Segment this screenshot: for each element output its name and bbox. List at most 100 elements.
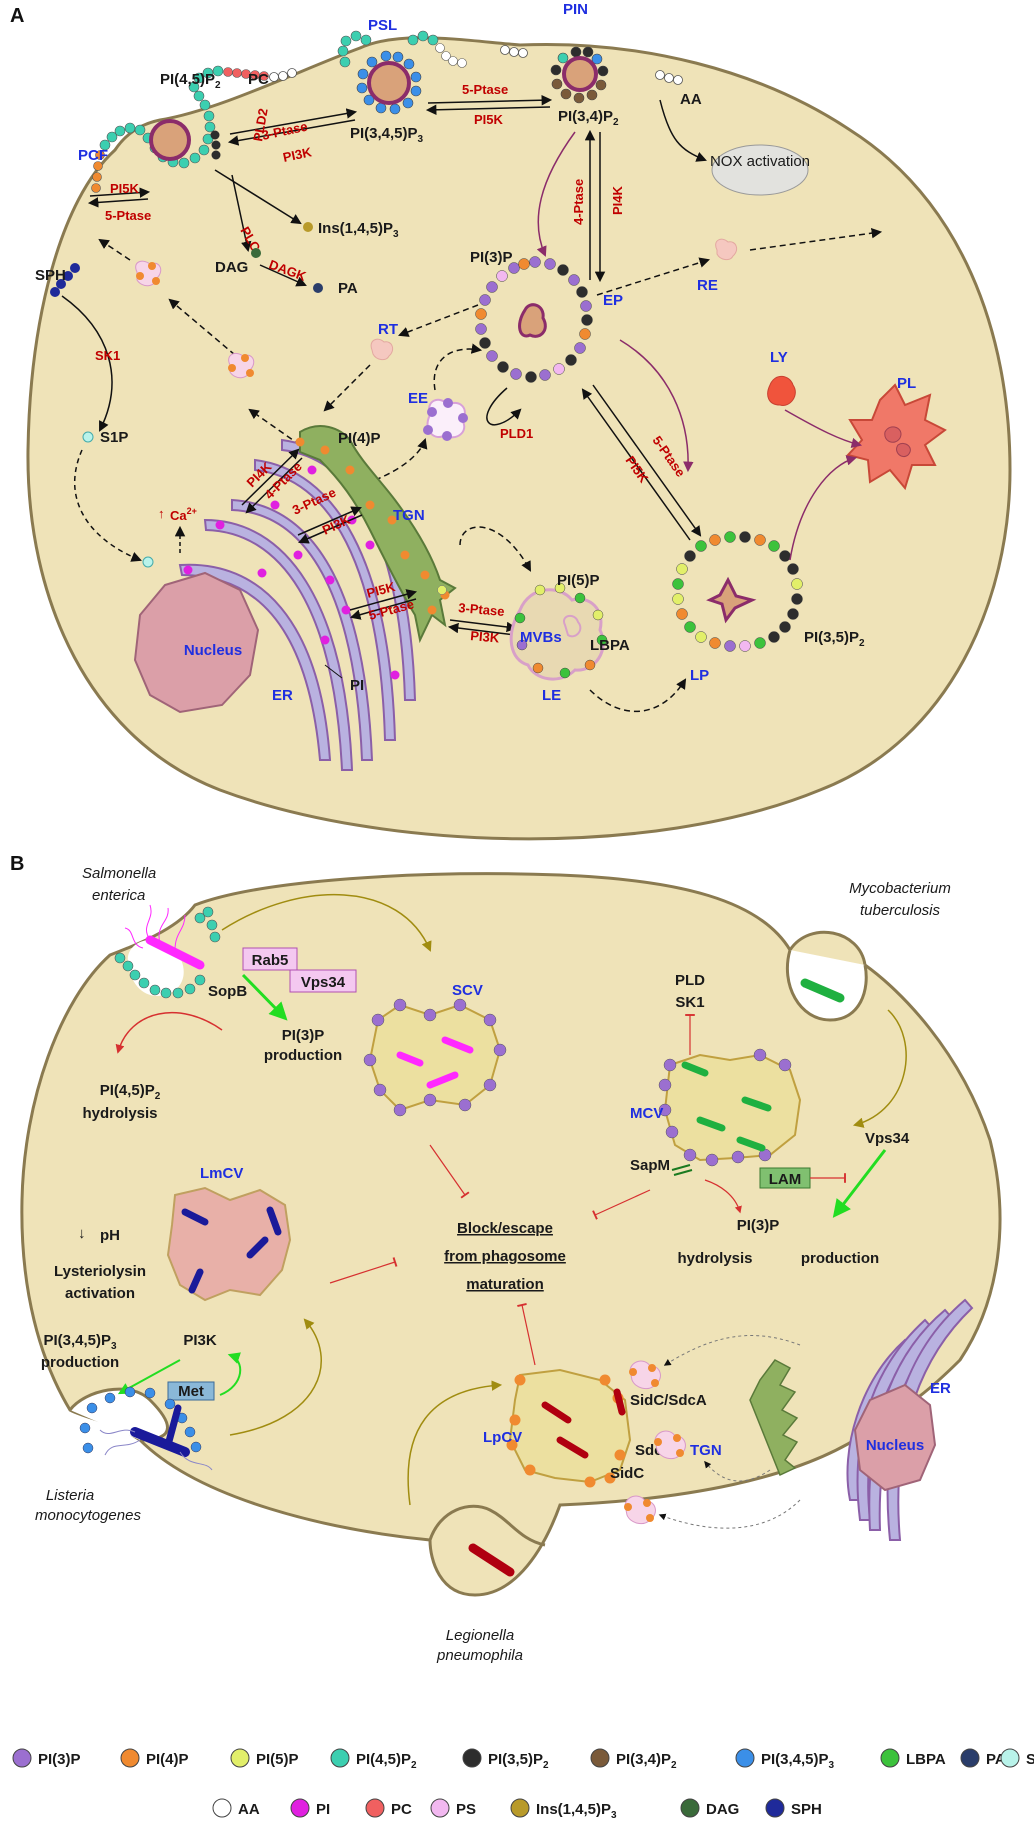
pi45p2-hydrolysis-arrow	[115, 1011, 223, 1054]
legend-label: PI(3,4)P2	[616, 1751, 677, 1771]
legend-swatch	[590, 1748, 610, 1768]
legend-label: S1P	[1026, 1751, 1034, 1768]
pi3k-label-b: PI3K	[183, 1332, 217, 1349]
legend-swatch	[1000, 1748, 1020, 1768]
lmcv-label: LmCV	[200, 1165, 243, 1182]
pi3k-a-label: PI3K	[282, 144, 314, 165]
panel-a-label: A	[10, 5, 24, 27]
pl-particle-1	[884, 426, 902, 443]
ptase3-c-label: 3-Ptase	[458, 600, 505, 619]
re-to-pm-arrow	[749, 227, 883, 251]
pld-label-b: PLD	[675, 972, 705, 989]
nucleus-b	[853, 1383, 937, 1492]
lmcv	[166, 1186, 292, 1302]
salmonella-bacterium	[124, 904, 205, 970]
scv	[363, 998, 507, 1117]
dag-label: DAG	[215, 259, 248, 276]
pi4p-label-a: PI(4)P	[338, 430, 381, 447]
nox-label: NOX activation	[710, 153, 810, 170]
aa-label: AA	[680, 91, 702, 108]
ca-label: Ca2+	[170, 506, 197, 523]
lam-label: LAM	[769, 1171, 802, 1188]
legend-label: PC	[391, 1801, 412, 1818]
block-line-2: from phagosome	[444, 1248, 566, 1265]
mtb-bacterium	[800, 978, 845, 1003]
lbpa-label-a: LBPA	[590, 637, 630, 654]
pi5k-b-label: PI5K	[110, 181, 140, 196]
pld1-label: PLD1	[500, 426, 533, 441]
pcf-cup	[91, 45, 683, 193]
le-label: LE	[542, 687, 561, 704]
pcf-label: PCF	[78, 147, 108, 164]
mvbs-label: MVBs	[520, 629, 562, 646]
pi3k-c-label: PI3K	[470, 628, 501, 646]
listeria-pocket	[68, 1387, 169, 1442]
sidc-label: SidC	[610, 1465, 644, 1482]
pin-label: PIN	[563, 1, 588, 18]
legend-label: PI(3,4,5)P3	[761, 1751, 835, 1771]
legend-label: DAG	[706, 1801, 739, 1818]
pi3p-prod-2: production	[264, 1047, 342, 1064]
er-label-a: ER	[272, 687, 293, 704]
pi3p-label-b: PI(3)P	[737, 1217, 780, 1234]
met-label: Met	[178, 1383, 204, 1400]
lp-vesicle	[672, 531, 803, 652]
lys-1: Lysteriolysin	[54, 1263, 146, 1280]
er-label-b: ER	[930, 1380, 951, 1397]
pin-vesicle	[550, 46, 609, 104]
s1p-label: S1P	[100, 429, 128, 446]
pi3p-prod-1: PI(3)P	[282, 1027, 325, 1044]
pa-label: PA	[338, 280, 358, 297]
er-pi-dots-a	[183, 465, 400, 680]
block-line-1: Block/escape	[457, 1220, 553, 1237]
rt-label: RT	[378, 321, 398, 338]
panel-b-label: B	[10, 853, 24, 875]
salmonella-label-1: Salmonella	[82, 865, 156, 882]
s1p-dot	[82, 431, 94, 443]
tgn-to-ee-arrow	[374, 438, 428, 481]
pi45p2-hyd-2: hydrolysis	[82, 1105, 157, 1122]
cell-a	[26, 36, 1012, 841]
legend-swatch	[960, 1748, 980, 1768]
legend-label: PI	[316, 1801, 330, 1818]
pi5p-label-a: PI(5)P	[557, 572, 600, 589]
legionella-label-1: Legionella	[446, 1627, 514, 1644]
pi5k-a-label: PI5K	[474, 112, 504, 127]
legend-label: PI(5)P	[256, 1751, 299, 1768]
legend-swatch	[880, 1748, 900, 1768]
er-to-lpcv-vesicle-3	[658, 1499, 801, 1529]
ep-lp-reactions	[581, 339, 702, 541]
ee-to-ep-arrow	[433, 343, 483, 391]
legend-swatch	[462, 1748, 482, 1768]
legend-swatch	[365, 1798, 385, 1818]
legend-swatch	[765, 1798, 785, 1818]
rab5-label: Rab5	[252, 952, 289, 969]
legend-label: PS	[456, 1801, 476, 1818]
ee-label: EE	[408, 390, 428, 407]
pc-label: PC	[248, 71, 269, 88]
ph-label: pH	[100, 1227, 120, 1244]
rab5-box	[242, 947, 298, 971]
legend-swatch	[120, 1748, 140, 1768]
scv-label: SCV	[452, 982, 483, 999]
listeria-label-2: monocytogenes	[35, 1507, 141, 1524]
scv-block	[429, 1144, 470, 1199]
sapm-glyph	[671, 1164, 693, 1176]
lmcv-block	[329, 1257, 398, 1284]
ly-to-pl-arrow	[784, 409, 863, 449]
mtb-label-1: Mycobacterium	[849, 880, 951, 897]
ins145p3-label: Ins(1,4,5)P3	[318, 220, 399, 240]
listeria-membrane	[79, 1386, 202, 1454]
legionella-to-lpcv-arrow	[407, 1380, 503, 1506]
psl-label: PSL	[368, 17, 397, 34]
nucleus-a	[133, 571, 260, 714]
pi3p-label-a: PI(3)P	[470, 249, 513, 266]
mcv-label: MCV	[630, 1105, 663, 1122]
mcv	[658, 1048, 802, 1167]
pi-label-a: PI	[350, 677, 364, 694]
tgn-to-le-arrow	[459, 526, 532, 572]
lpcv	[506, 1368, 632, 1488]
pi-pointer	[324, 664, 343, 679]
ep-label: EP	[603, 292, 623, 309]
pi345-1: PI(3,4,5)P3	[43, 1332, 117, 1352]
